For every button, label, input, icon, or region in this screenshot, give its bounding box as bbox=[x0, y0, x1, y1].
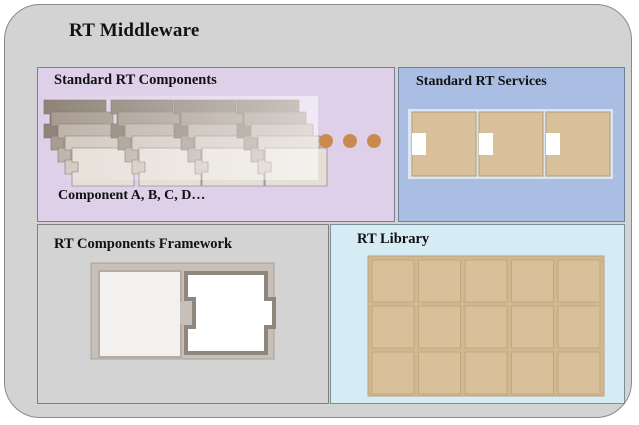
components-list-label: Component A, B, C, D… bbox=[58, 188, 206, 203]
standard-services-panel: Standard RT Services bbox=[398, 67, 625, 222]
components-framework-panel: RT Components Framework bbox=[37, 224, 329, 404]
standard-components-title: Standard RT Components bbox=[54, 72, 217, 88]
components-framework-title: RT Components Framework bbox=[54, 236, 233, 252]
standard-components-panel: Standard RT Components Component A, B, C… bbox=[37, 67, 395, 222]
rt-library-title: RT Library bbox=[357, 231, 430, 247]
rt-library-panel: RT Library bbox=[330, 224, 625, 404]
middleware-title: RT Middleware bbox=[69, 20, 200, 41]
standard-services-title: Standard RT Services bbox=[416, 74, 547, 89]
